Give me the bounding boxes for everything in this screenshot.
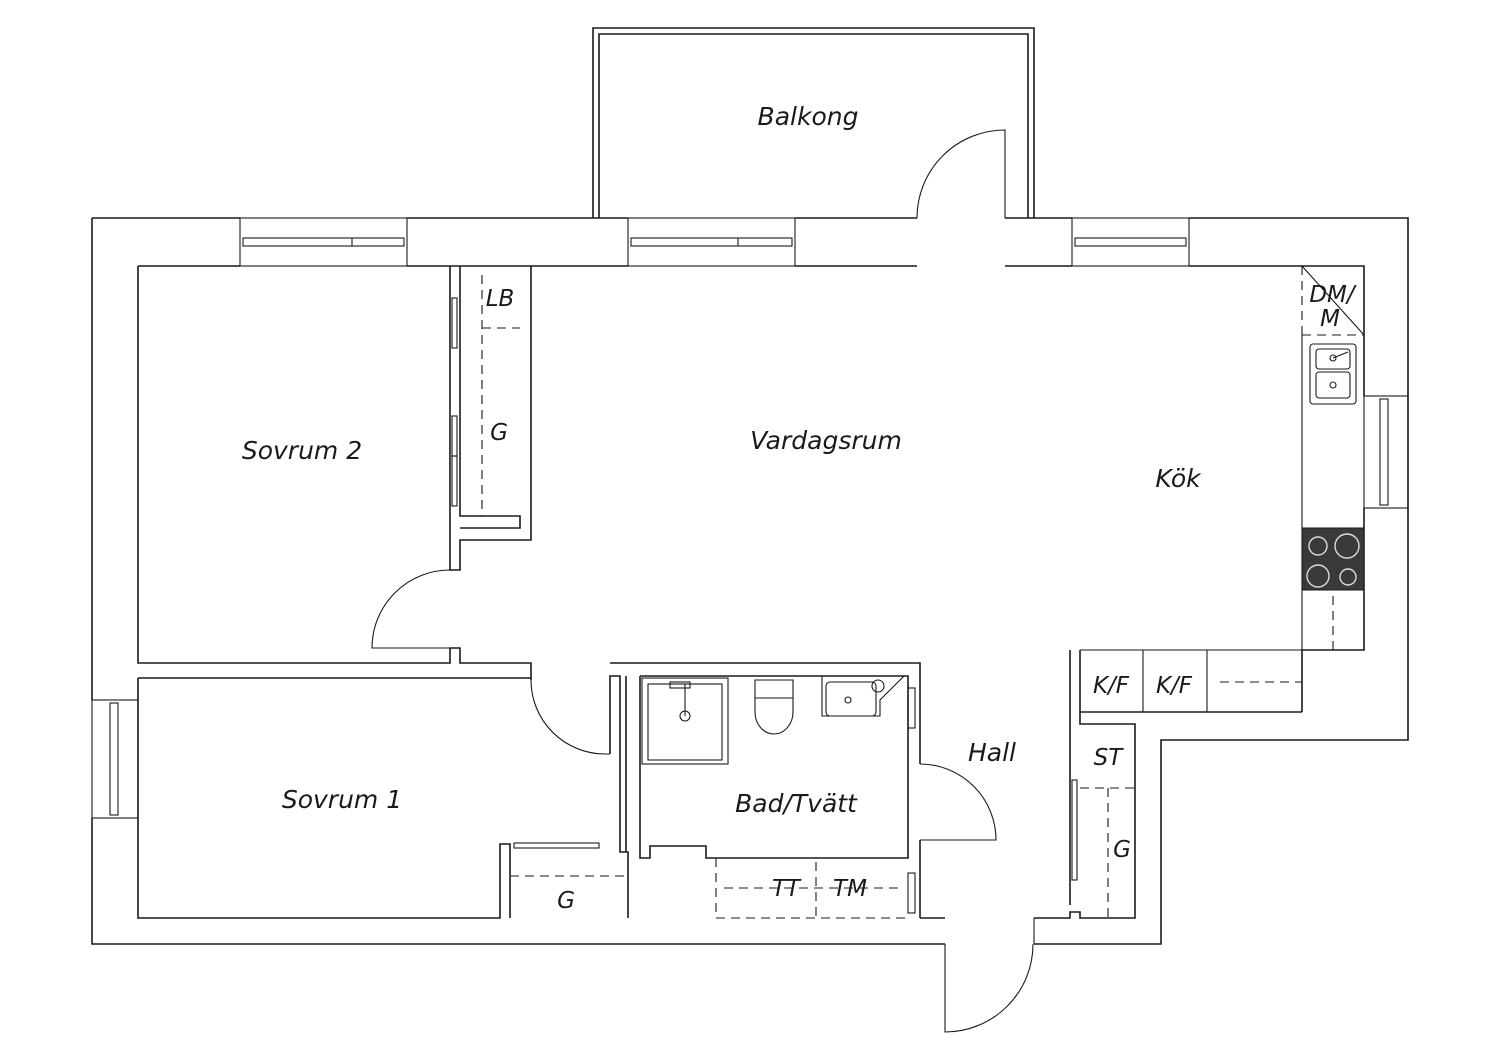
- label-g-sovrum-2: G: [490, 420, 508, 446]
- bathroom-fixtures: [641, 675, 906, 765]
- label-tm: TM: [833, 876, 867, 902]
- balcony: [592, 27, 1035, 218]
- wardrobe-doors: [451, 297, 1078, 914]
- label-lb: LB: [486, 286, 515, 312]
- washbasin-icon: [808, 675, 906, 717]
- label-bad-tvatt: Bad/Tvätt: [735, 789, 858, 818]
- label-g-sovrum-1: G: [557, 888, 575, 914]
- interior-walls: [137, 266, 1302, 919]
- label-dm-line-1: DM/: [1309, 282, 1357, 308]
- outer-walls: [91, 217, 1409, 945]
- label-vardagsrum: Vardagsrum: [750, 426, 902, 455]
- windows: [91, 217, 1409, 819]
- label-kf-1: K/F: [1093, 673, 1130, 699]
- label-hall: Hall: [968, 738, 1016, 767]
- label-tt: TT: [772, 876, 802, 902]
- label-kf-2: K/F: [1156, 673, 1193, 699]
- label-dm-line-2: M: [1320, 306, 1340, 332]
- label-balkong: Balkong: [758, 102, 859, 131]
- label-kok: Kök: [1155, 464, 1202, 493]
- shower-icon: [641, 677, 729, 765]
- label-sovrum-2: Sovrum 2: [242, 436, 362, 465]
- room-labels: Balkong Vardagsrum Kök Sovrum 2 Sovrum 1…: [242, 102, 1202, 818]
- label-st: ST: [1094, 745, 1125, 771]
- kitchen-fixtures: [1301, 343, 1365, 591]
- toilet-icon: [754, 679, 794, 735]
- dashed-outlines: [481, 265, 1365, 919]
- sink-icon: [1309, 343, 1357, 405]
- doors: [371, 129, 1035, 1033]
- label-g-hall: G: [1113, 837, 1131, 863]
- fixture-labels: LB G G G DM/ M K/F K/F ST TT TM: [486, 282, 1357, 914]
- label-sovrum-1: Sovrum 1: [282, 785, 402, 814]
